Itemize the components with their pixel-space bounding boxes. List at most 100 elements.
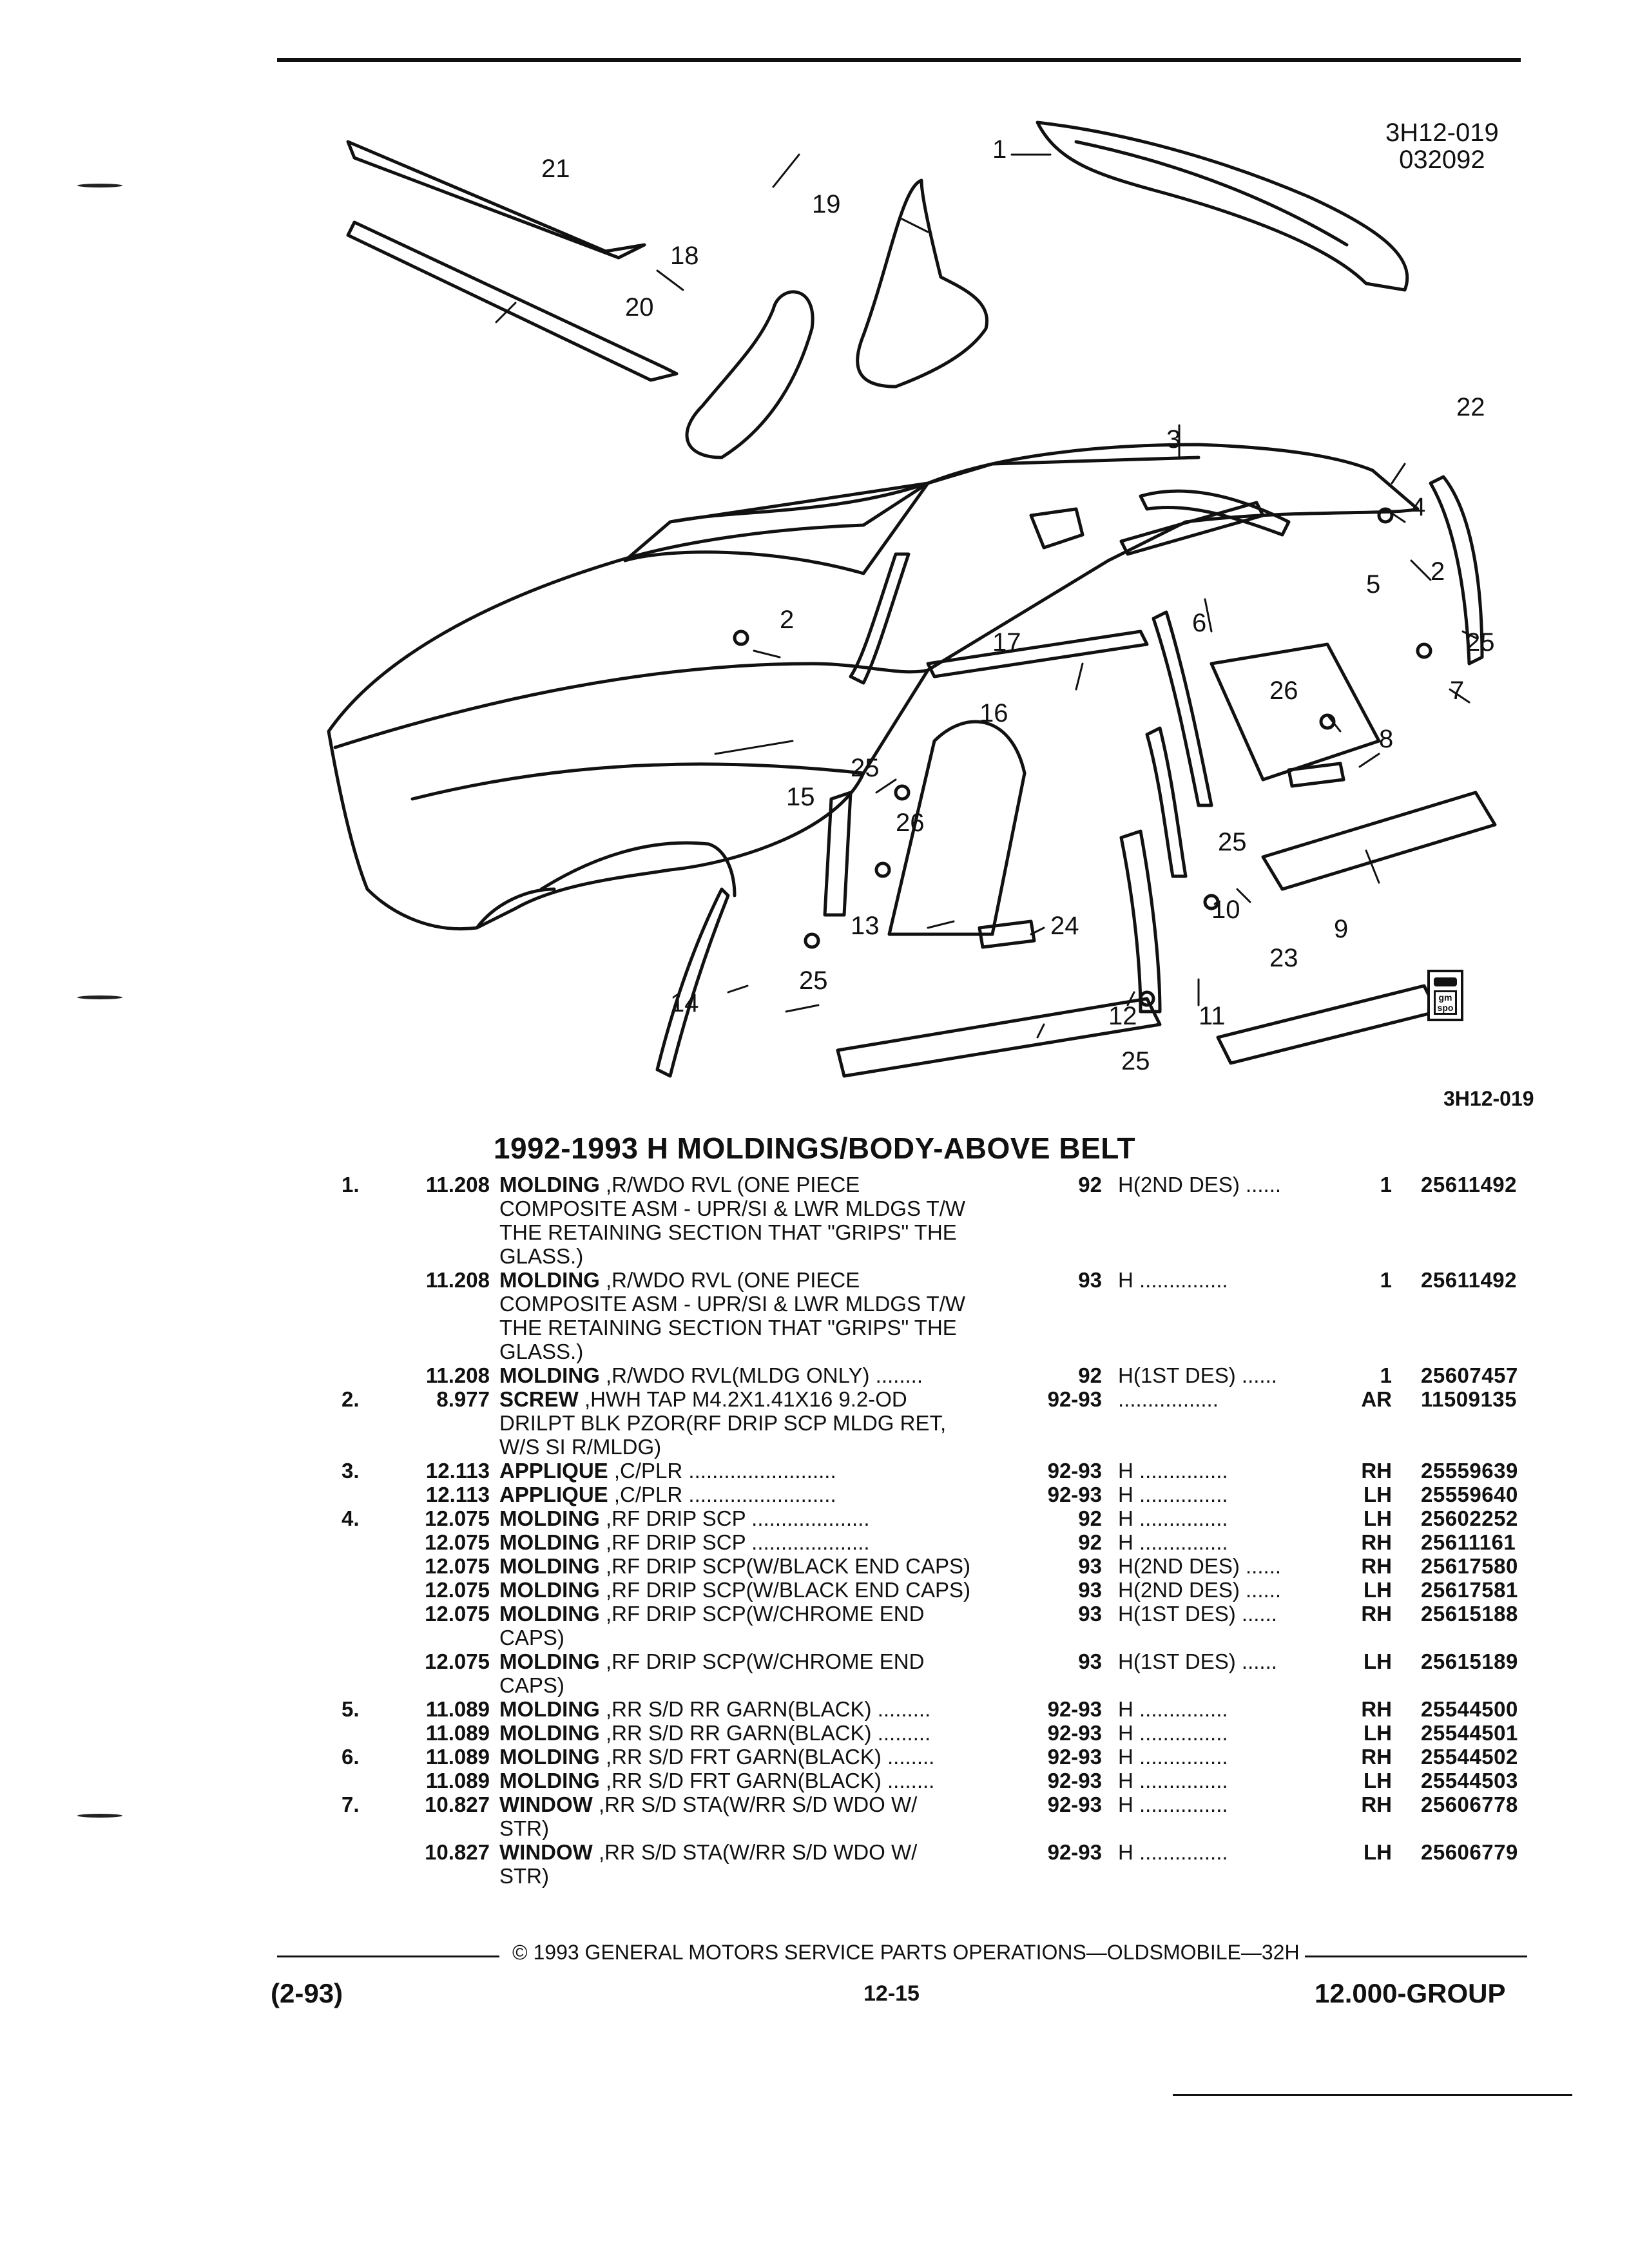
part-description: THE RETAINING SECTION THAT "GRIPS" THE — [499, 1220, 957, 1244]
part-name: MOLDING — [499, 1530, 600, 1554]
part-pn: 25606779 — [1421, 1840, 1518, 1864]
callout: 6 — [1192, 609, 1206, 637]
part-detail: ,RF DRIP SCP(W/CHROME END — [599, 1649, 925, 1673]
part-qty: RH — [1361, 1554, 1392, 1578]
callout: 2 — [780, 606, 794, 634]
part-group: 8.977 — [436, 1387, 490, 1411]
part-qty: LH — [1364, 1483, 1392, 1506]
margin-mark — [77, 1814, 122, 1818]
part-years: 93 — [1078, 1649, 1102, 1673]
part-model: H ............... — [1118, 1483, 1228, 1506]
part-qty: LH — [1364, 1578, 1392, 1602]
part-description: CAPS) — [499, 1673, 564, 1697]
callout: 2 — [1431, 557, 1445, 586]
part-description: MOLDING ,R/WDO RVL (ONE PIECE — [499, 1173, 860, 1196]
rear-window-molding — [1036, 120, 1409, 292]
part-name: WINDOW — [499, 1840, 593, 1864]
logo-text: gm spo — [1434, 990, 1457, 1015]
part-pn: 25544500 — [1421, 1697, 1518, 1721]
part-name: MOLDING — [499, 1173, 600, 1196]
part-description: APPLIQUE ,C/PLR ........................… — [499, 1483, 836, 1506]
part-key: 2. — [342, 1387, 360, 1411]
part-description: WINDOW ,RR S/D STA(W/RR S/D WDO W/ — [499, 1840, 917, 1864]
part-qty: LH — [1364, 1721, 1392, 1745]
ref-code-line: 032092 — [1399, 146, 1485, 174]
callout: 21 — [541, 155, 570, 183]
callout: 7 — [1450, 677, 1464, 705]
part-detail: THE RETAINING SECTION THAT "GRIPS" THE — [499, 1220, 957, 1244]
callout: 8 — [1379, 725, 1393, 753]
part-group: 11.208 — [425, 1173, 490, 1196]
part-detail: ,RR S/D RR GARN(BLACK) ......... — [599, 1697, 931, 1721]
part-row: CAPS) — [322, 1626, 1547, 1649]
part-qty: LH — [1364, 1769, 1392, 1792]
bottom-rule — [1173, 2094, 1572, 2096]
part-model: H ............... — [1118, 1459, 1228, 1483]
part-detail: GLASS.) — [499, 1244, 584, 1268]
screw-icon — [894, 784, 911, 801]
part-qty: RH — [1361, 1530, 1392, 1554]
part-group: 11.089 — [425, 1745, 490, 1769]
part-model: H(2ND DES) ...... — [1118, 1578, 1282, 1602]
part-description: STR) — [499, 1864, 549, 1888]
callout: 10 — [1211, 896, 1240, 924]
part-detail: ,RR S/D STA(W/RR S/D WDO W/ — [592, 1840, 918, 1864]
part-group: 12.075 — [425, 1506, 490, 1530]
part-key: 4. — [342, 1506, 360, 1530]
part-model: H ............... — [1118, 1745, 1228, 1769]
part-group: 12.075 — [425, 1578, 490, 1602]
part-detail: ,R/WDO RVL (ONE PIECE — [599, 1268, 860, 1292]
part-years: 93 — [1078, 1268, 1102, 1292]
part-pn: 25544502 — [1421, 1745, 1518, 1769]
part-description: CAPS) — [499, 1626, 564, 1649]
door-seal-18 — [685, 290, 815, 459]
car-windshield — [623, 456, 1200, 575]
part-years: 92-93 — [1047, 1483, 1102, 1506]
part-name: APPLIQUE — [499, 1483, 608, 1506]
callout: 26 — [1269, 677, 1298, 705]
part-pn: 25607457 — [1421, 1363, 1518, 1387]
part-pn: 25559640 — [1421, 1483, 1518, 1506]
footer-group: 12.000-GROUP — [1315, 1978, 1506, 2008]
part-detail: ,HWH TAP M4.2X1.41X16 9.2-OD — [578, 1387, 907, 1411]
part-detail: THE RETAINING SECTION THAT "GRIPS" THE — [499, 1316, 957, 1340]
screw-icon — [1377, 507, 1394, 524]
callout: 18 — [670, 242, 699, 270]
part-group: 12.075 — [425, 1530, 490, 1554]
part-years: 93 — [1078, 1554, 1102, 1578]
part-description: MOLDING ,RF DRIP SCP(W/CHROME END — [499, 1602, 924, 1626]
part-name: MOLDING — [499, 1769, 600, 1792]
part-key: 7. — [342, 1792, 360, 1816]
part-name: MOLDING — [499, 1745, 600, 1769]
part-detail: ,RF DRIP SCP .................... — [599, 1530, 870, 1554]
molding-4 — [1139, 489, 1291, 537]
part-detail: CAPS) — [499, 1673, 564, 1697]
page-number: 12-15 — [863, 1981, 920, 2006]
callout: 19 — [812, 190, 841, 218]
illustration-ref-code-bottom: 3H12-019 — [1443, 1087, 1534, 1110]
footer-date: (2-93) — [271, 1978, 343, 2008]
callout: 4 — [1411, 493, 1425, 521]
part-years: 92 — [1078, 1506, 1102, 1530]
part-pn: 25606778 — [1421, 1792, 1518, 1816]
screw-icon — [1203, 894, 1220, 910]
part-detail: CAPS) — [499, 1626, 564, 1649]
part-detail: ,RR S/D RR GARN(BLACK) ......... — [599, 1721, 931, 1745]
part-description: MOLDING ,R/WDO RVL (ONE PIECE — [499, 1268, 860, 1292]
part-years: 92-93 — [1047, 1745, 1102, 1769]
part-detail: DRILPT BLK PZOR(RF DRIP SCP MLDG RET, — [499, 1411, 947, 1435]
part-detail: STR) — [499, 1864, 549, 1888]
part-row: COMPOSITE ASM - UPR/SI & LWR MLDGS T/W — [322, 1292, 1547, 1316]
part-model: H ............... — [1118, 1769, 1228, 1792]
screw-icon — [1139, 990, 1155, 1007]
part-name: MOLDING — [499, 1554, 600, 1578]
part-pn: 25615188 — [1421, 1602, 1518, 1626]
part-group: 12.113 — [425, 1483, 490, 1506]
part-row: COMPOSITE ASM - UPR/SI & LWR MLDGS T/W — [322, 1196, 1547, 1220]
callout: 25 — [851, 754, 880, 782]
part-group: 11.208 — [425, 1363, 490, 1387]
